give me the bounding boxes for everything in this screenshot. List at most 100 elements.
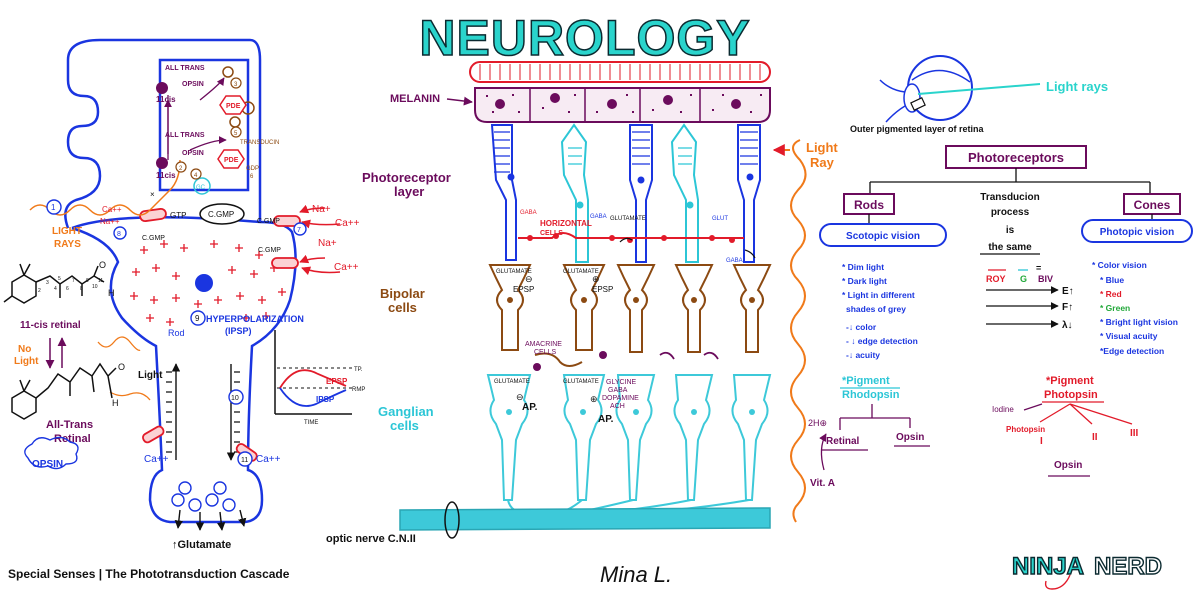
- carbon-number: 3: [46, 280, 49, 286]
- bipolar-cell-4: [674, 264, 714, 353]
- label-ca-left-low: Ca++: [144, 454, 169, 465]
- label-opsin-top: OPSIN: [182, 81, 204, 88]
- retinal-molecule-top: [156, 82, 168, 94]
- label-gaba-low: GABA: [608, 387, 628, 394]
- step-1: 1: [51, 203, 56, 212]
- label-ray: Ray: [810, 155, 835, 170]
- label-energy-up: E↑: [1062, 286, 1074, 297]
- label-roy: ROY: [986, 274, 1006, 284]
- label-ap-1: AP.: [522, 402, 538, 413]
- sign-plus-2: ⊕: [590, 394, 598, 404]
- label-epsp-bipolar-1: EPSP: [513, 285, 534, 294]
- page-title: NEUROLOGY: [419, 10, 750, 66]
- label-outer-pigmented-layer: Outer pigmented layer of retina: [850, 124, 985, 134]
- label-equals: =: [1036, 263, 1041, 273]
- label-horizontal-cells: CELLS: [540, 230, 563, 237]
- rod-photoreceptor-2: [629, 124, 653, 263]
- sign-minus-2: ⊖: [516, 392, 524, 402]
- label-glutamate-release: ↑Glutamate: [172, 539, 231, 551]
- label-retinal: Retinal: [54, 433, 91, 445]
- label-all-trans: All-Trans: [46, 419, 93, 431]
- label-the-same: the same: [988, 242, 1032, 253]
- label-na-right-2: Na+: [318, 238, 337, 249]
- label-roman-3: III: [1130, 428, 1139, 439]
- label-ca-right: Ca++: [335, 218, 360, 229]
- label-light: Light: [138, 370, 163, 381]
- cone-photoreceptor-2: [670, 123, 699, 263]
- label-tree-opsin: Opsin: [896, 432, 924, 443]
- label-all-trans-top: ALL TRANS: [165, 65, 205, 72]
- cone-fact-3: *Edge detection: [1100, 346, 1164, 356]
- label-epsp-bipolar-2: EPSP: [592, 285, 613, 294]
- label-pigment-rod: *Pigment: [842, 375, 890, 387]
- bipolar-cell-2: [562, 264, 606, 351]
- step-7: 7: [297, 227, 301, 234]
- light-ray-wave: [790, 139, 807, 523]
- melanin-granule: [550, 93, 560, 103]
- label-pde-top: PDE: [226, 103, 241, 110]
- calcium-channel-left: [142, 425, 165, 444]
- tree-scotopic-vision: Scotopic vision: [846, 231, 920, 242]
- label-horizontal: HORIZONTAL: [540, 219, 592, 228]
- cgmp-bubble: [199, 203, 245, 225]
- label-tp: TP.: [354, 367, 363, 373]
- tree-root: Photoreceptors: [968, 150, 1064, 165]
- rod-fact-1: * Dim light: [842, 262, 884, 272]
- label-opsin-cloud: OPSIN: [32, 459, 63, 470]
- label-opsin-mid: OPSIN: [182, 150, 204, 157]
- cgmp-channel-top: [139, 207, 167, 223]
- label-cgmp-right-2: C.GMP: [258, 247, 281, 254]
- atom-o-bottom: O: [118, 362, 125, 372]
- label-light-ray: Light: [806, 140, 838, 155]
- label-glut: GLUT: [712, 216, 728, 222]
- melanin-granule: [663, 95, 673, 105]
- logo-nerd: NERD: [1094, 553, 1162, 580]
- label-cgmp-center: C.GMP: [208, 210, 234, 219]
- optic-nerve: [399, 507, 771, 531]
- signature: Mina L.: [600, 562, 672, 587]
- label-ganglian-cells: cells: [390, 418, 419, 433]
- carbon-number: 9: [86, 278, 89, 284]
- step-4: 4: [194, 173, 198, 179]
- label-amacrine: AMACRINE: [525, 341, 562, 348]
- disc-membrane: [158, 58, 250, 192]
- tree-cones: Cones: [1134, 198, 1171, 212]
- synaptic-vesicles: [171, 481, 236, 512]
- ganglion-cell-3: [615, 374, 656, 501]
- ninja-nerd-logo: NINJA NERD: [1011, 552, 1163, 590]
- label-wavelength-down: λ↓: [1062, 320, 1073, 331]
- label-2h: 2H⊕: [808, 418, 827, 428]
- step-10: 10: [231, 395, 239, 402]
- ganglion-cell-4: [673, 374, 714, 501]
- ganglion-cell-5: [731, 374, 772, 501]
- melanin-granule: [495, 99, 505, 109]
- label-ca-top: Ca++: [102, 205, 122, 214]
- label-epsp: EPSP: [326, 377, 348, 386]
- label-na-right: Na+: [312, 204, 331, 215]
- tree-photopic-vision: Photopic vision: [1100, 227, 1174, 238]
- label-ipsp: (IPSP): [225, 326, 252, 336]
- cone-fact-head: * Color vision: [1092, 260, 1147, 270]
- atom-o-top: O: [99, 260, 106, 270]
- rod-fact-7: -↓ acuity: [846, 350, 880, 360]
- footer-caption: Special Senses | The Phototransduction C…: [8, 567, 290, 581]
- label-cone-opsin: Opsin: [1054, 460, 1082, 471]
- potential-graph: TP. EPSP RMP IPSP TIME: [274, 330, 365, 426]
- label-glycine: GLYCINE: [606, 379, 637, 386]
- label-process: process: [991, 207, 1030, 218]
- label-gc: GC: [196, 185, 206, 191]
- carbon-number: 2: [38, 288, 41, 294]
- label-ipsp-graph: IPSP: [316, 395, 335, 404]
- label-ach: ACH: [610, 403, 625, 410]
- carbon-number: 8: [80, 286, 83, 292]
- label-hyperpolarization: HYPERPOLARIZATION: [206, 314, 304, 324]
- label-ca-right-low: Ca++: [256, 454, 281, 465]
- ganglion-cell-2: [562, 374, 606, 501]
- label-rod: Rod: [168, 328, 185, 338]
- cone-photoreceptor-1: [560, 123, 589, 263]
- step-6: 6: [250, 174, 254, 180]
- label-gaba-left: GABA: [520, 210, 537, 216]
- label-eye-light-rays: Light rays: [1046, 79, 1108, 94]
- label-cgmp-right: C.GMP: [257, 218, 280, 225]
